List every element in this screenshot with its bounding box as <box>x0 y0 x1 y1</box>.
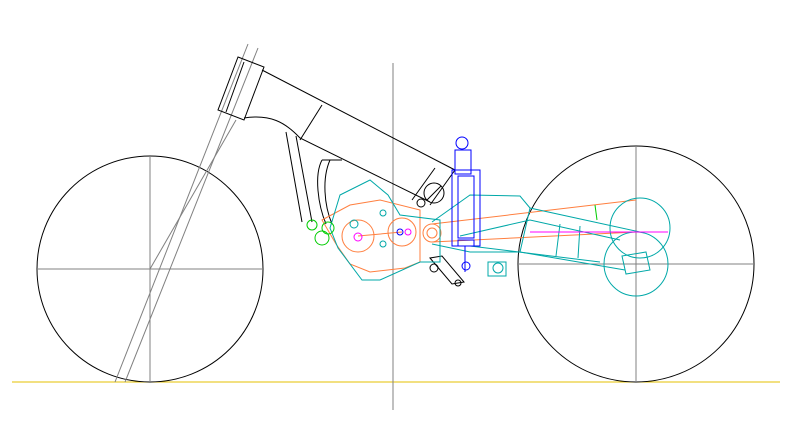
frame-bolt-mid <box>416 198 426 208</box>
chain-adjuster-mark <box>594 204 598 221</box>
engine-output-inner <box>426 227 438 239</box>
rear-wheel <box>517 145 755 383</box>
swingarm-upper <box>431 194 641 233</box>
swingarm-rib <box>555 223 561 257</box>
engine-mount-housing <box>329 179 441 281</box>
shock-spring-housing <box>454 149 472 175</box>
frame-bolt-left <box>429 263 439 273</box>
linkage-pivot-b <box>314 230 330 246</box>
frame-cross-member <box>299 104 323 141</box>
swingarm-rib-2 <box>577 225 581 259</box>
linkage-pivot-c <box>306 219 318 231</box>
engine-case-outline <box>321 199 421 273</box>
frame-lower-bracket <box>429 255 465 285</box>
frame-lower-bolt <box>454 279 462 287</box>
frame-down-tube-b <box>317 159 333 225</box>
housing-bolt-f <box>404 228 412 236</box>
frame-down-tube-a <box>285 131 313 223</box>
frame-top-rail <box>261 69 456 171</box>
engine-cases <box>321 199 637 273</box>
housing-bolt-b <box>379 240 387 248</box>
swingarm-inner <box>459 207 621 263</box>
shock-top-mount <box>455 136 469 150</box>
swingarm-axle-upper <box>609 197 671 259</box>
housing-bolt-e <box>396 228 404 236</box>
frame-pivot-mark <box>426 185 442 201</box>
steering-head-tube <box>217 56 265 121</box>
swingarm-lower <box>431 243 626 271</box>
housing-bolt-a <box>379 209 387 217</box>
chain-adjuster <box>621 251 651 275</box>
front-fork <box>114 43 259 383</box>
engine-clutch <box>387 217 417 247</box>
steering-axis <box>149 119 237 270</box>
housing-outline <box>329 179 441 281</box>
linkage-pivot-a <box>321 221 335 235</box>
frame-pivot-circle <box>423 182 445 204</box>
shock-body-inner <box>457 175 475 239</box>
swingarm <box>431 194 671 297</box>
engine-axis-line <box>357 231 403 237</box>
main-frame <box>243 69 465 287</box>
housing-bolt-c <box>349 219 359 229</box>
drive-chain-top <box>431 199 637 225</box>
fork-tube-rear <box>124 47 259 383</box>
swingarm-pivot-cover <box>492 262 504 274</box>
rear-shock <box>451 136 481 272</box>
swingarm-pivot-bracket <box>487 261 507 277</box>
frame-lower-rail <box>243 116 431 203</box>
shock-bottom-eye <box>461 261 471 271</box>
frame-rear-link <box>411 167 436 201</box>
steering-head <box>217 56 265 121</box>
housing-bolt-d <box>353 232 363 242</box>
shock-bottom-mount <box>457 239 475 247</box>
linkage <box>306 219 335 246</box>
engine-output <box>422 223 442 243</box>
steering-head-inner <box>225 61 245 113</box>
engine-crank <box>341 219 375 253</box>
fork-tube-front <box>114 43 249 383</box>
